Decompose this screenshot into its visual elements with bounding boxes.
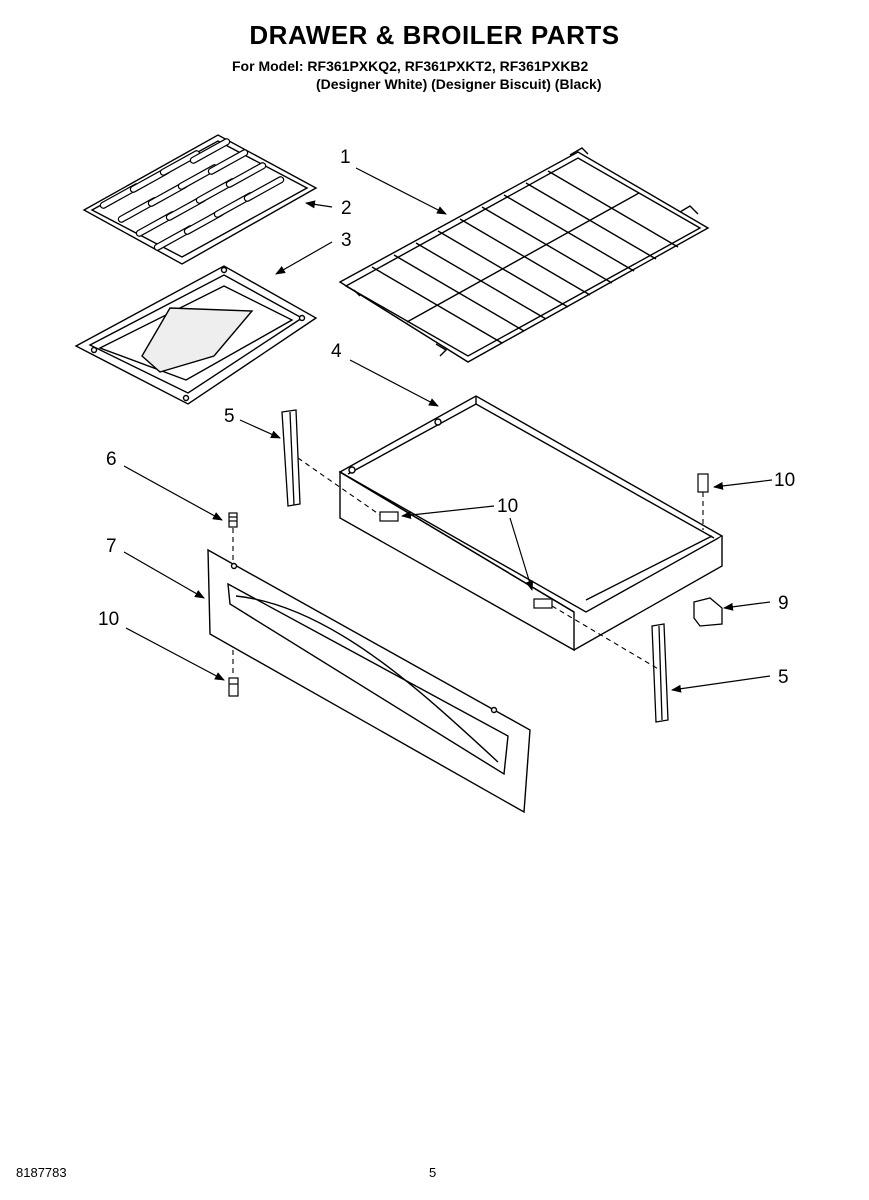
drawer-body — [338, 395, 724, 652]
drawer-rack — [338, 147, 710, 363]
callout-6: 6 — [106, 449, 117, 470]
page-title: DRAWER & BROILER PARTS — [249, 20, 620, 50]
drawer-front-panel — [207, 548, 531, 814]
callout-10-drawer-screws: 10 — [497, 496, 518, 517]
stop-bracket-9 — [693, 597, 723, 627]
page-number: 5 — [429, 1165, 437, 1180]
screw-10-drawer-front — [533, 598, 553, 609]
callout-7: 7 — [106, 536, 117, 557]
callout-5-right: 5 — [778, 667, 789, 688]
callout-10-top-right: 10 — [774, 470, 795, 491]
screw-10-bottom — [228, 677, 239, 697]
screw-10-top-right — [697, 473, 709, 493]
screw-6 — [228, 512, 238, 528]
broiler-pan — [74, 265, 318, 405]
drawer-slide-right — [651, 623, 669, 723]
broiler-grid — [82, 134, 318, 265]
assembly-guides — [232, 457, 704, 676]
callout-leaders — [123, 167, 773, 693]
callout-5-left: 5 — [224, 406, 235, 427]
document-number: 8187783 — [16, 1165, 67, 1180]
callout-9: 9 — [778, 593, 789, 614]
callout-1: 1 — [340, 147, 351, 168]
screw-10-drawer-side — [379, 511, 399, 522]
callout-2: 2 — [341, 198, 352, 219]
drawer-slide-left — [281, 409, 301, 507]
color-variants: (Designer White) (Designer Biscuit) (Bla… — [316, 76, 602, 92]
callout-10-panel-screw: 10 — [98, 609, 119, 630]
model-list: For Model: RF361PXKQ2, RF361PXKT2, RF361… — [232, 58, 589, 74]
callout-3: 3 — [341, 230, 352, 251]
callout-4: 4 — [331, 341, 342, 362]
